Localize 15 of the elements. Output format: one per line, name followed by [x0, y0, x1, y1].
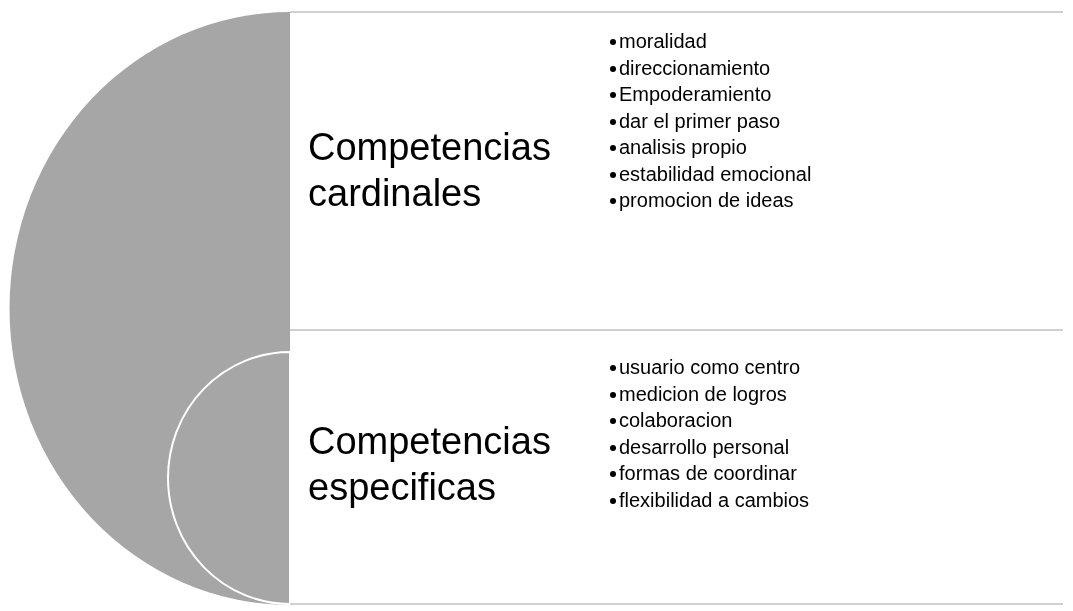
- bullet-item: flexibilidad a cambios: [619, 488, 810, 511]
- bullet-item: analisis propio: [619, 136, 747, 158]
- band-heading: Competencias especificas: [308, 419, 552, 510]
- bullet-item: moralidad: [619, 30, 707, 52]
- bullet-item: direccionamiento: [619, 56, 771, 79]
- bullet-item: formas de coordinar: [619, 462, 797, 484]
- bullet-item: dar el primer paso: [619, 109, 781, 132]
- band-heading: Competencias cardinales: [308, 125, 552, 216]
- bullet-item: estabilidad emocional: [619, 162, 812, 185]
- bullet-item: medicion de logros: [619, 382, 787, 405]
- bullet-item: colaboracion: [619, 409, 733, 431]
- bullet-item: desarrollo personal: [619, 435, 790, 458]
- bullet-item: Empoderamiento: [619, 83, 772, 105]
- bullet-item: promocion de ideas: [619, 189, 794, 211]
- bullet-item: usuario como centro: [619, 356, 801, 378]
